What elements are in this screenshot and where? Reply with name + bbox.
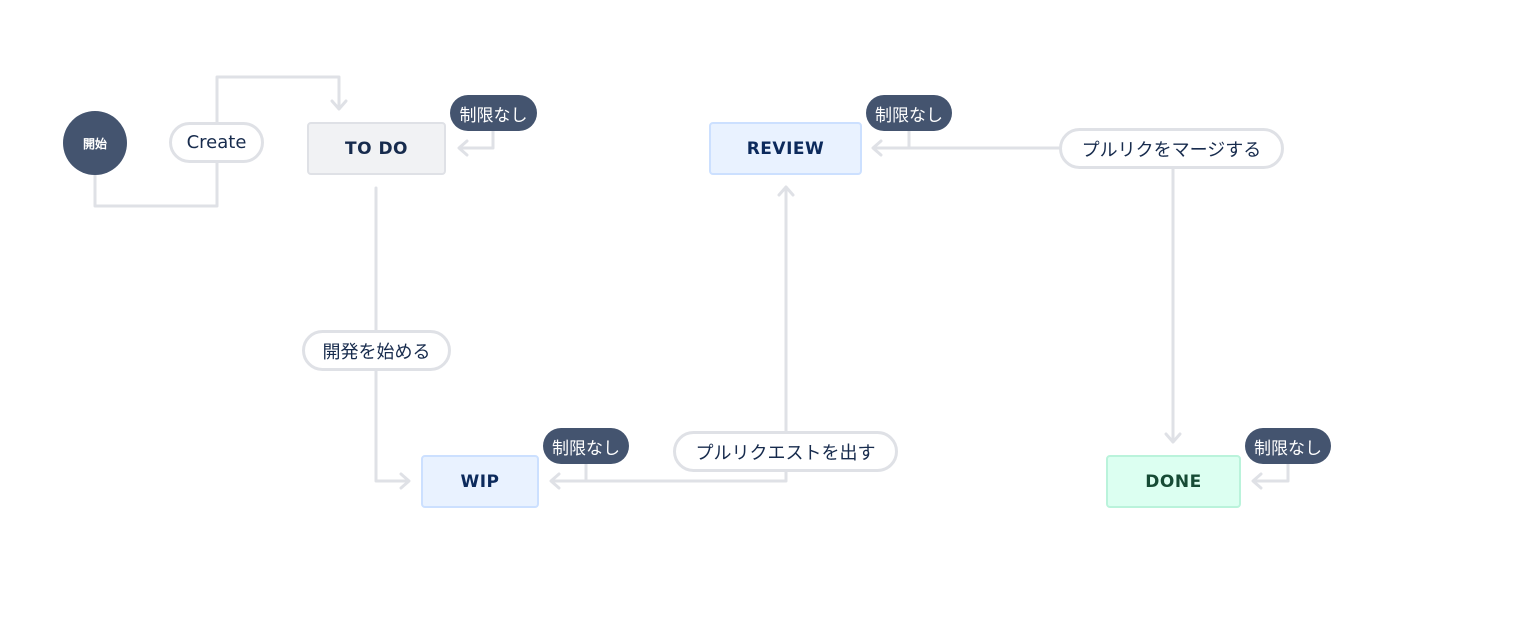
connector-todo-wip bbox=[374, 186, 410, 483]
arrowhead-done-self bbox=[1251, 472, 1263, 490]
arrowhead-wip-right bbox=[549, 472, 561, 490]
connector-wip-self bbox=[550, 462, 588, 483]
connector-wip-review bbox=[550, 186, 788, 483]
arrowhead-todo-self bbox=[457, 139, 469, 157]
transition-create[interactable]: Create bbox=[169, 122, 264, 163]
badge-wip-no-restriction[interactable]: 制限なし bbox=[543, 428, 629, 464]
badge-review-no-restriction[interactable]: 制限なし bbox=[866, 95, 952, 131]
arrowhead-review-right bbox=[871, 139, 883, 157]
connector-done-self bbox=[1252, 462, 1290, 483]
arrowhead-wip-left bbox=[399, 472, 411, 490]
badge-todo-no-restriction[interactable]: 制限なし bbox=[450, 95, 537, 131]
status-review[interactable]: REVIEW bbox=[709, 122, 862, 175]
start-node[interactable]: 開始 bbox=[63, 111, 127, 175]
status-wip[interactable]: WIP bbox=[421, 455, 539, 508]
arrowhead-done-top bbox=[1164, 432, 1182, 444]
transition-merge-pull-request[interactable]: プルリクをマージする bbox=[1059, 128, 1284, 169]
status-todo[interactable]: TO DO bbox=[307, 122, 446, 175]
arrowhead-review-bottom bbox=[777, 185, 795, 197]
connector-todo-self bbox=[458, 129, 495, 150]
arrowhead-todo bbox=[330, 99, 348, 111]
transition-open-pull-request[interactable]: プルリクエストを出す bbox=[673, 431, 898, 472]
transition-start-development[interactable]: 開発を始める bbox=[302, 330, 451, 371]
badge-done-no-restriction[interactable]: 制限なし bbox=[1245, 428, 1331, 464]
status-done[interactable]: DONE bbox=[1106, 455, 1241, 508]
